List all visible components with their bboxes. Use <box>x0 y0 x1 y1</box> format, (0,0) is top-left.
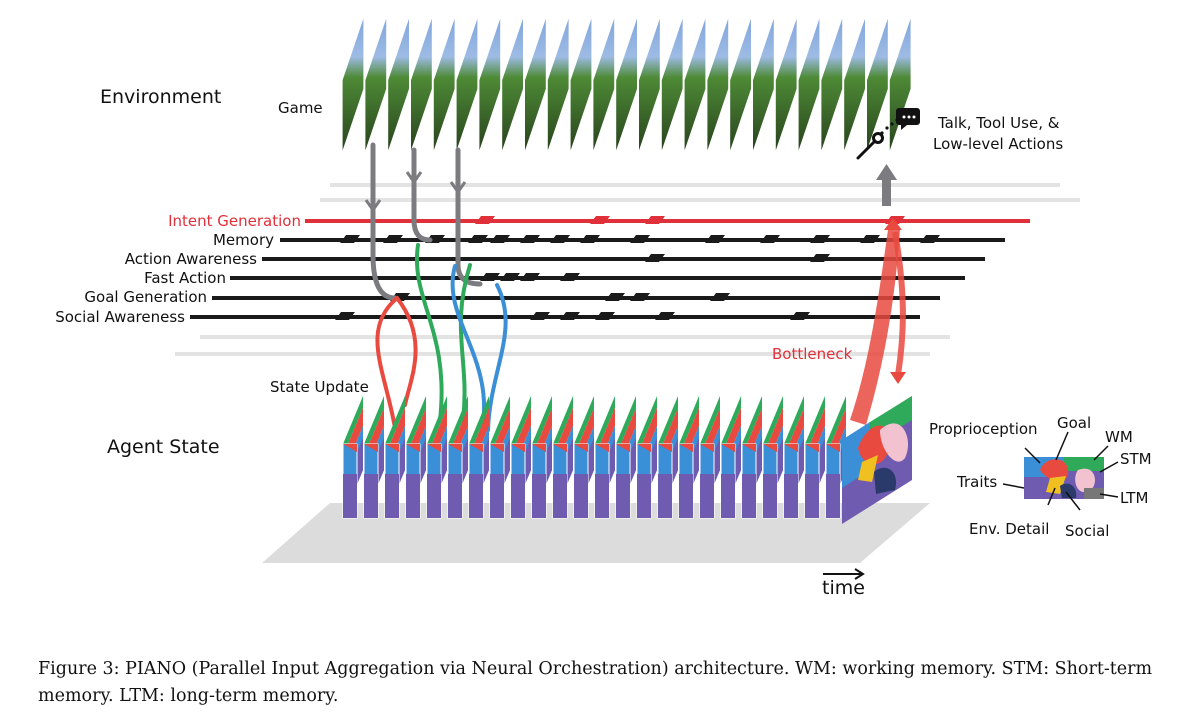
game-frame <box>865 14 890 155</box>
wrench-icon <box>856 132 884 160</box>
legend-social: Social <box>1065 522 1110 540</box>
game-frame <box>432 14 456 155</box>
legend-env-detail: Env. Detail <box>969 520 1050 538</box>
game-label: Game <box>278 99 323 117</box>
game-frame <box>501 14 525 155</box>
state-frame <box>741 396 762 519</box>
game-frame <box>546 14 570 155</box>
game-frame <box>569 14 593 155</box>
module-social-awareness: Social Awareness <box>55 308 185 326</box>
figure-caption: Figure 3: PIANO (Parallel Input Aggregat… <box>38 659 1153 706</box>
gray-chevrons <box>364 171 467 213</box>
state-frame <box>699 396 720 519</box>
state-frame <box>468 396 489 519</box>
actions-label-1: Talk, Tool Use, & <box>938 114 1060 132</box>
game-frame <box>797 14 821 155</box>
module-fast-action: Fast Action <box>144 269 226 287</box>
game-frame <box>409 14 433 155</box>
state-frame <box>573 396 594 519</box>
environment-label: Environment <box>100 86 222 108</box>
state-frame <box>447 396 468 519</box>
game-frame <box>842 14 867 155</box>
actions-label-2: Low-level Actions <box>933 135 1064 153</box>
game-frame <box>751 14 776 155</box>
action-output-arrow <box>876 164 897 206</box>
state-frame <box>720 396 741 519</box>
legend-stm: STM <box>1120 450 1152 468</box>
state-frame <box>783 396 804 519</box>
module-timeline-3 <box>230 273 965 281</box>
state-frame <box>762 396 783 519</box>
module-timelines <box>190 216 1030 320</box>
game-frame <box>706 14 730 155</box>
game-frame <box>387 14 411 155</box>
state-frame-current <box>842 396 912 524</box>
state-frame <box>678 396 699 519</box>
state-frame <box>510 396 531 519</box>
agent-state-label: Agent State <box>107 436 220 458</box>
architecture-diagram <box>175 14 1119 580</box>
module-timeline-2 <box>262 254 985 262</box>
legend-wm: WM <box>1105 428 1133 446</box>
state-frame <box>531 396 552 519</box>
state-frame <box>405 396 426 519</box>
legend-proprioception: Proprioception <box>929 420 1038 438</box>
state-frame <box>804 396 825 519</box>
module-labels: Intent Generation Memory Action Awarenes… <box>0 0 301 340</box>
game-frame <box>592 14 616 155</box>
game-frame <box>774 14 798 155</box>
legend-traits: Traits <box>957 473 998 491</box>
module-memory: Memory <box>212 231 274 249</box>
state-frame <box>342 396 363 519</box>
state-legend <box>1002 431 1119 511</box>
module-goal-generation: Goal Generation <box>84 288 207 306</box>
module-timeline-0 <box>305 216 1030 224</box>
legend-ltm: LTM <box>1120 489 1149 507</box>
faint-timelines <box>175 183 1080 356</box>
game-frame <box>614 14 639 155</box>
game-frame <box>683 14 707 155</box>
legend-goal: Goal <box>1057 414 1092 432</box>
module-timeline-1 <box>280 235 1005 243</box>
module-intent-generation: Intent Generation <box>168 212 301 230</box>
game-frame <box>637 14 662 155</box>
module-timeline-5 <box>190 312 920 320</box>
state-frame <box>657 396 678 519</box>
state-frame <box>384 396 405 519</box>
game-frame <box>888 14 912 155</box>
state-frame <box>489 396 510 519</box>
game-frame <box>660 14 684 155</box>
game-frame <box>455 14 479 155</box>
module-timeline-4 <box>212 293 940 301</box>
game-frame <box>728 14 753 155</box>
game-frames <box>341 14 912 155</box>
game-frame <box>478 14 502 155</box>
time-label: time <box>822 577 865 599</box>
bottleneck-arrows <box>850 218 906 425</box>
state-frame <box>552 396 573 519</box>
bottleneck-label: Bottleneck <box>772 345 853 363</box>
game-input-arrows <box>370 142 483 301</box>
game-frame <box>341 14 365 155</box>
game-frame <box>820 14 844 155</box>
speech-bubble-icon <box>896 108 920 130</box>
state-frame <box>594 396 615 519</box>
state-frame <box>363 396 384 519</box>
state-frame <box>615 396 636 519</box>
game-frame <box>523 14 548 155</box>
time-arrow <box>823 568 865 580</box>
agent-state-frames <box>342 396 912 524</box>
state-frame <box>426 396 447 519</box>
state-frame <box>825 396 846 519</box>
game-frame <box>364 14 388 155</box>
state-frame <box>636 396 657 519</box>
state-update-label: State Update <box>270 378 369 396</box>
module-action-awareness: Action Awareness <box>124 250 257 268</box>
